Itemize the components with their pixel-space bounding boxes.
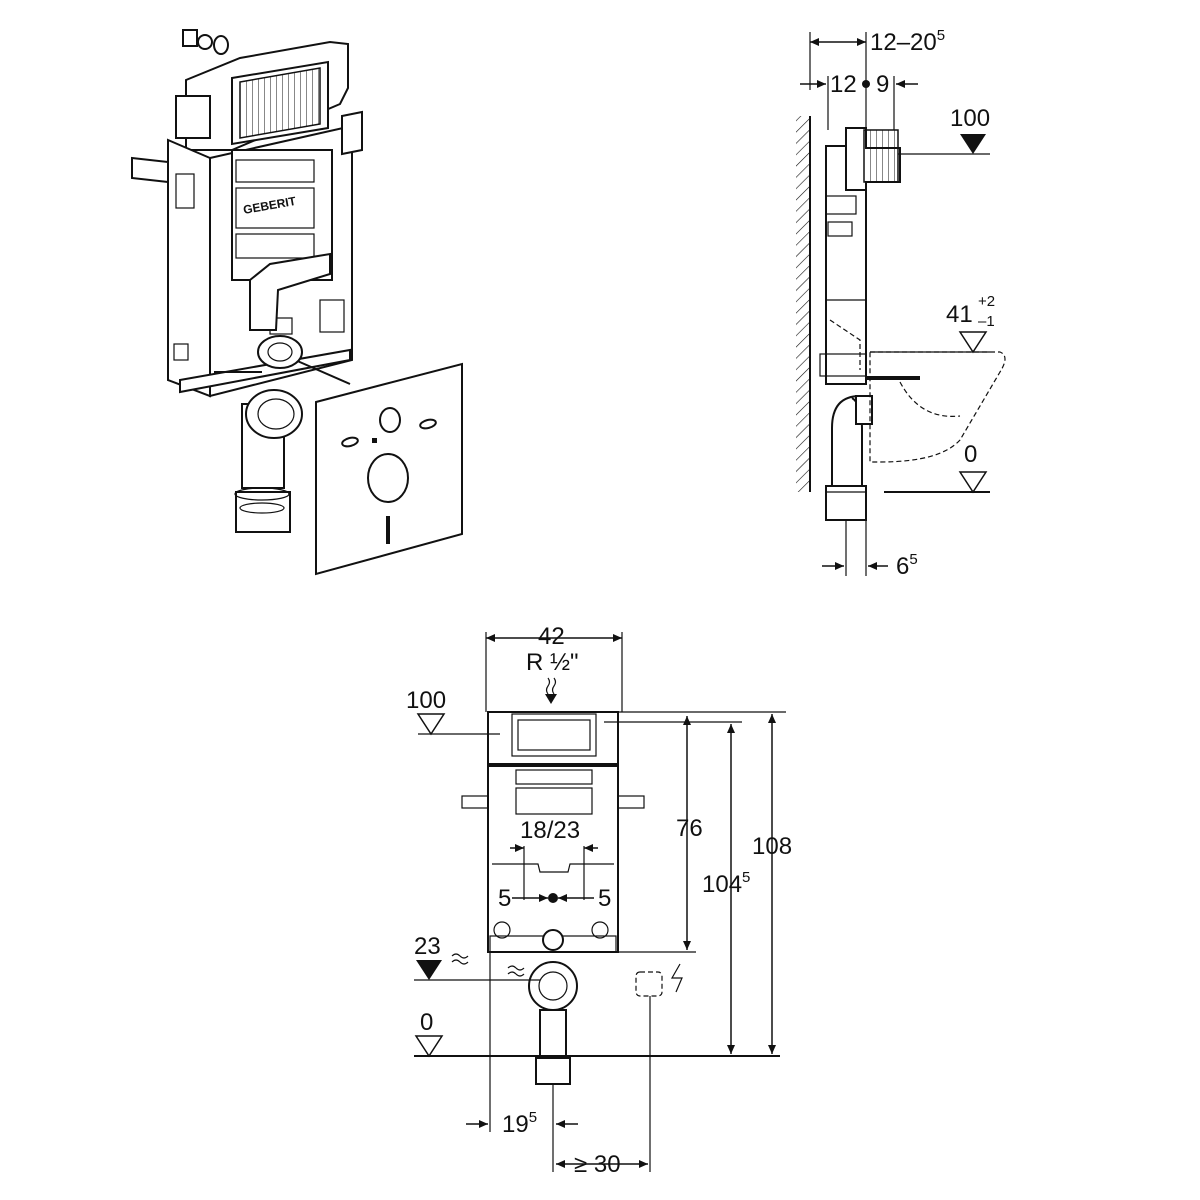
insulation-panel <box>315 362 463 576</box>
depth-range-label: 12–205 <box>870 27 945 56</box>
frame: GEBERIT <box>131 110 363 398</box>
svg-text:100: 100 <box>406 687 446 714</box>
front-drain-pipe <box>528 929 578 1085</box>
front-floor-level-marker: 0 <box>414 1009 780 1058</box>
water-inlet-label: R ½" <box>526 649 579 676</box>
width-label: 42 <box>538 623 565 650</box>
power-socket-icon <box>635 963 683 997</box>
svg-text:–1: –1 <box>978 313 995 330</box>
isometric-view: GEBERIT <box>131 29 463 576</box>
height-1045-label: 1045 <box>702 869 750 898</box>
floor-level-marker: 0 <box>884 441 990 494</box>
frame-front <box>461 711 645 953</box>
height-76-label: 76 <box>676 815 703 842</box>
wall-hatch <box>796 116 810 492</box>
left-offset-label: 5 <box>498 885 511 912</box>
svg-text:41: 41 <box>946 301 973 328</box>
cistern-housing <box>175 40 349 151</box>
svg-text:23: 23 <box>414 933 441 960</box>
drain-pipe <box>234 252 331 533</box>
front-view: 42 R ½" 18/23 5 5 <box>406 623 792 1178</box>
level-41-marker: 41 +2 –1 <box>870 293 995 354</box>
level-100-marker: 100 <box>898 105 990 155</box>
height-108-label: 108 <box>752 833 792 860</box>
wc-bowl-outline <box>869 351 1006 463</box>
socket-offset-label: ≥ 30 <box>574 1151 621 1178</box>
inlet-fitting-icon <box>182 29 229 55</box>
svg-text:0: 0 <box>420 1009 433 1036</box>
side-view: 12–205 12 9 <box>796 27 1006 580</box>
depth-right-label: 9 <box>876 71 889 98</box>
svg-text:0: 0 <box>964 441 977 468</box>
water-inlet-icon <box>545 677 557 695</box>
depth-left-label: 12 <box>830 71 857 98</box>
flush-spacing-label: 18/23 <box>520 817 580 844</box>
svg-text:+2: +2 <box>978 293 995 310</box>
drain-level-23-marker: 23 <box>414 933 540 981</box>
drain-offset-label: 195 <box>502 1109 537 1138</box>
pipe-offset-label: 65 <box>896 551 918 580</box>
front-level-100-marker: 100 <box>406 687 500 736</box>
frame-side <box>819 127 920 521</box>
right-offset-label: 5 <box>598 885 611 912</box>
svg-text:100: 100 <box>950 105 990 132</box>
